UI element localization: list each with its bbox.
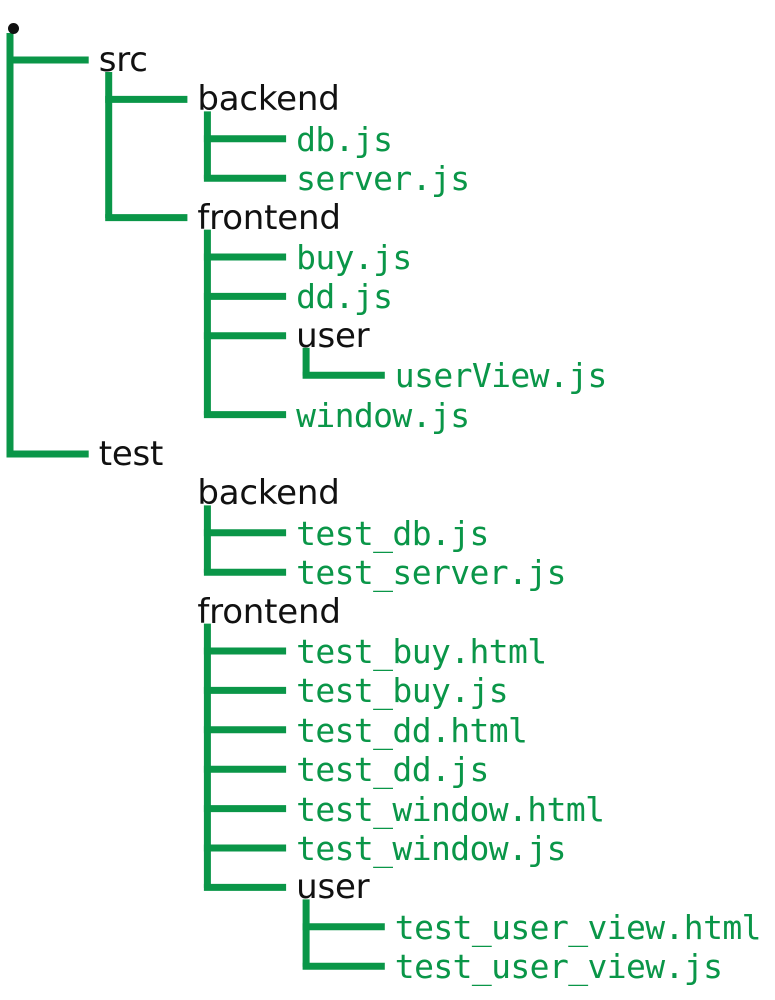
tree-dir-frontend[interactable]: frontend	[197, 591, 341, 632]
tree-file-test-user-view-html[interactable]: test_user_view.html	[394, 907, 762, 947]
tree-file-test-buy-html[interactable]: test_buy.html	[296, 632, 547, 671]
tree-dir-src[interactable]: src	[98, 40, 148, 80]
tree-file-test-buy-js[interactable]: test_buy.js	[296, 671, 509, 711]
tree-file-test-dd-html[interactable]: test_dd.html	[296, 710, 528, 750]
tree-root-dot	[8, 23, 19, 34]
tree-file-window-js[interactable]: window.js	[296, 395, 470, 435]
tree-dir-user[interactable]: user	[296, 867, 370, 908]
tree-dir-test[interactable]: test	[98, 434, 164, 474]
tree-file-dd-js[interactable]: dd.js	[296, 277, 393, 317]
tree-file-buy-js[interactable]: buy.js	[296, 238, 412, 277]
tree-file-test-server-js[interactable]: test_server.js	[296, 553, 566, 593]
tree-file-test-dd-js[interactable]: test_dd.js	[296, 750, 489, 790]
tree-file-userview-js[interactable]: userView.js	[394, 356, 608, 396]
tree-file-server-js[interactable]: server.js	[296, 159, 470, 199]
tree-dir-backend[interactable]: backend	[197, 79, 340, 120]
tree-file-test-db-js[interactable]: test_db.js	[296, 513, 489, 553]
tree-file-test-window-js[interactable]: test_window.js	[296, 829, 566, 868]
tree-file-test-window-html[interactable]: test_window.html	[296, 789, 605, 829]
tree-file-test-user-view-js[interactable]: test_user_view.js	[394, 947, 723, 987]
tree-dir-user[interactable]: user	[296, 315, 370, 356]
tree-dir-backend[interactable]: backend	[197, 473, 340, 514]
tree-dir-frontend[interactable]: frontend	[197, 197, 341, 238]
tree-file-db-js[interactable]: db.js	[296, 119, 393, 159]
